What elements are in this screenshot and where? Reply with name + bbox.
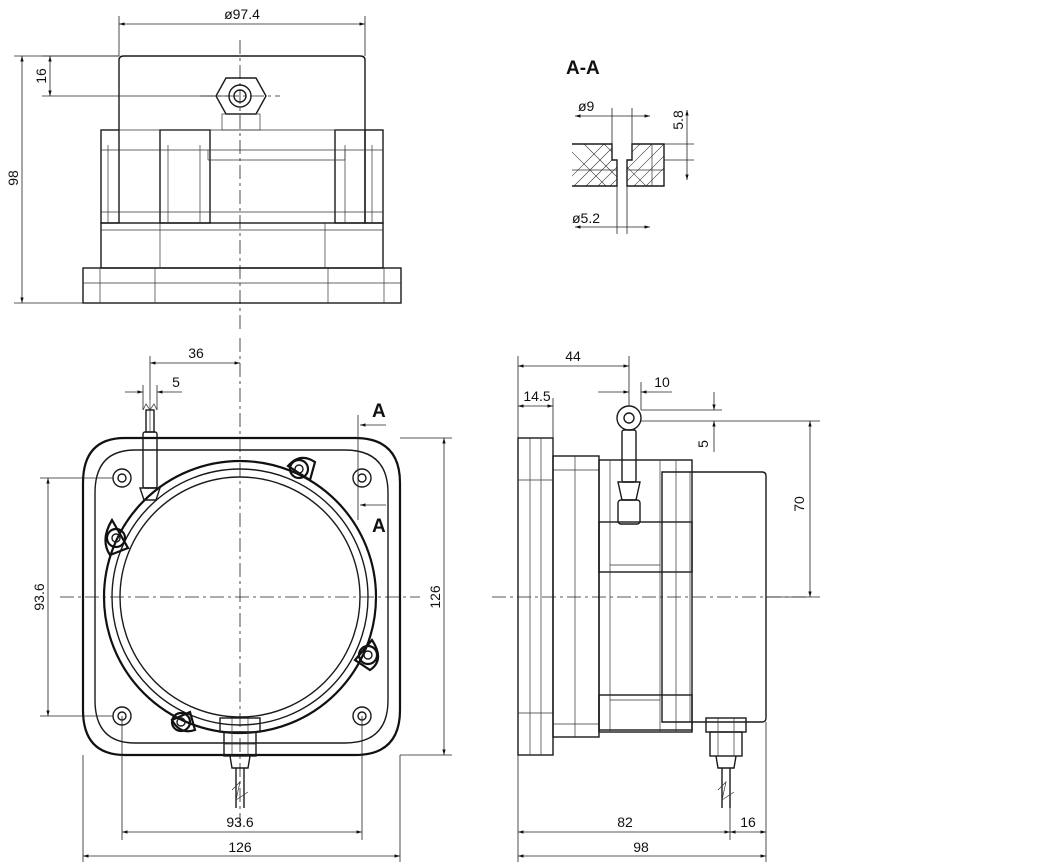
dim-sec-depth: 5.8 bbox=[670, 110, 686, 130]
section-title: A-A bbox=[566, 58, 600, 79]
dim-front-hole-h: 93.6 bbox=[226, 814, 253, 830]
dim-side-total: 98 bbox=[633, 839, 649, 855]
dim-side-height: 70 bbox=[791, 496, 807, 512]
ring-screw bbox=[105, 527, 127, 549]
dim-top-width: ø97.4 bbox=[224, 6, 260, 22]
section-a-a: A-A bbox=[566, 58, 694, 234]
dim-side-gland: 16 bbox=[740, 814, 756, 830]
dim-side-ring: 10 bbox=[654, 374, 670, 390]
dim-front-hole-v: 93.6 bbox=[31, 583, 47, 610]
front-view: A A 36 5 93.6 126 93.6 126 bbox=[31, 338, 452, 862]
dim-top-offset: 16 bbox=[33, 68, 49, 84]
dim-side-offset: 44 bbox=[565, 348, 581, 364]
mounting-hole bbox=[112, 468, 132, 488]
dim-side-flange: 14.5 bbox=[523, 388, 550, 404]
side-view: 44 14.5 10 5 70 82 16 98 bbox=[492, 348, 820, 862]
mounting-hole bbox=[352, 468, 372, 488]
ring-screw bbox=[288, 458, 310, 480]
section-marker-top: A bbox=[372, 401, 386, 422]
dim-front-cable: 5 bbox=[172, 374, 180, 390]
dim-sec-hole: ø5.2 bbox=[572, 210, 600, 226]
dim-sec-bore: ø9 bbox=[578, 98, 595, 114]
dim-side-ring-h: 5 bbox=[695, 440, 711, 448]
section-marker-bottom: A bbox=[372, 516, 386, 537]
dim-side-body: 82 bbox=[617, 814, 633, 830]
dim-front-offset: 36 bbox=[188, 345, 204, 361]
ring-screw bbox=[357, 644, 379, 666]
dim-front-width: 126 bbox=[228, 839, 252, 855]
ring-screw bbox=[170, 711, 192, 733]
dim-top-height: 98 bbox=[5, 170, 21, 186]
dim-front-height: 126 bbox=[427, 585, 443, 609]
top-view: ø97.4 16 98 bbox=[5, 6, 402, 330]
